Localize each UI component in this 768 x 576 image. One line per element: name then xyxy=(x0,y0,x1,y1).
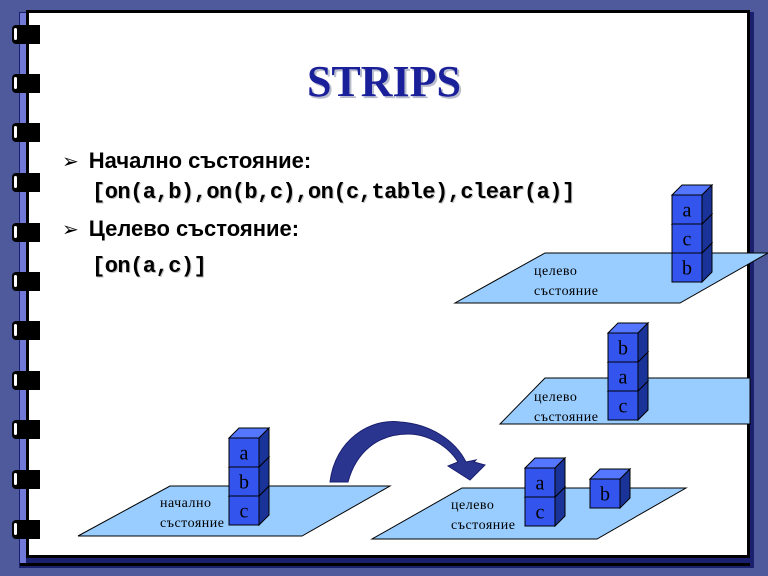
block-front-face xyxy=(524,467,556,498)
block-label: c xyxy=(683,229,692,251)
binder-ring-icon xyxy=(12,123,40,142)
block-front-face xyxy=(671,252,703,283)
label-line: състояние xyxy=(160,516,225,531)
binder-ring-icon xyxy=(12,321,40,340)
block-front-face xyxy=(671,194,703,225)
block-label: a xyxy=(683,200,692,222)
block-label: a xyxy=(619,367,628,389)
binder-ring-icon xyxy=(12,173,40,192)
plane-goal-3 xyxy=(453,252,768,304)
block-a: a xyxy=(523,456,567,499)
binder-ring-icon xyxy=(12,25,40,44)
block-front-face xyxy=(228,437,260,468)
label-line: целево xyxy=(534,264,578,279)
block-front-face xyxy=(228,495,260,526)
block-front-face xyxy=(589,478,621,509)
block-label: c xyxy=(240,501,249,523)
label-line: начално xyxy=(160,496,212,511)
goal-3-label: целево състояние xyxy=(534,262,598,302)
block-front-face xyxy=(607,361,639,392)
label-line: целево xyxy=(451,498,495,513)
block-b: b xyxy=(588,467,632,510)
goal-state-code: [on(a,c)] xyxy=(92,254,207,279)
binder-ring-icon xyxy=(12,223,40,242)
binder-ring-icon xyxy=(12,371,40,390)
goal-1-label: целево състояние xyxy=(451,496,515,536)
goal-2-label: целево състояние xyxy=(534,388,598,428)
page-bottom-line xyxy=(20,563,750,566)
binder-ring-icon xyxy=(12,420,40,439)
initial-state-code: [on(a,b),on(b,c),on(c,table),clear(a)] xyxy=(92,180,575,205)
block-front-face xyxy=(607,390,639,421)
block-a: a xyxy=(227,426,271,469)
block-label: b xyxy=(600,484,610,506)
binder-ring-icon xyxy=(12,520,40,539)
label-line: целево xyxy=(534,390,578,405)
block-label: b xyxy=(618,338,628,360)
binder-ring-icon xyxy=(12,272,40,291)
block-label: c xyxy=(536,502,545,524)
block-label: b xyxy=(239,472,249,494)
block-front-face xyxy=(607,332,639,363)
bullet-label: Начално състояние: xyxy=(88,148,312,173)
bullet-goal-state: ➢ Целево състояние: xyxy=(62,216,299,242)
arrow-bullet-icon: ➢ xyxy=(62,150,79,173)
binder-ring-icon xyxy=(12,470,40,489)
block-front-face xyxy=(228,466,260,497)
arrow-bullet-icon: ➢ xyxy=(62,218,79,241)
block-front-face xyxy=(671,223,703,254)
label-line: състояние xyxy=(534,410,599,425)
binder-ring-icon xyxy=(12,74,40,93)
block-label: a xyxy=(240,443,249,465)
transition-arrow-icon xyxy=(329,421,486,483)
block-label: c xyxy=(619,396,628,418)
label-line: състояние xyxy=(534,284,599,299)
block-a: a xyxy=(670,183,714,226)
bullet-initial-state: ➢ Начално състояние: xyxy=(62,148,311,174)
bullet-label: Целево състояние: xyxy=(88,216,300,241)
initial-label: начално състояние xyxy=(160,494,224,534)
block-label: b xyxy=(682,258,692,280)
slide-title: STRIPS xyxy=(306,57,462,106)
label-line: състояние xyxy=(451,518,516,533)
block-b: b xyxy=(606,321,650,364)
block-label: a xyxy=(536,473,545,495)
